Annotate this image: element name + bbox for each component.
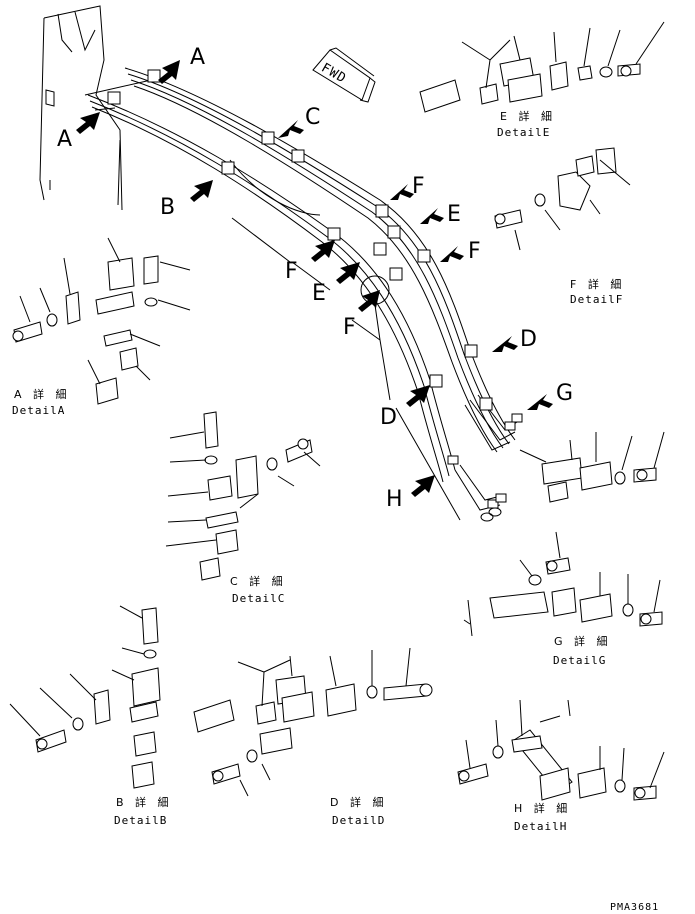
detail-b-en: DetailB xyxy=(114,814,167,827)
detail-d-en: DetailD xyxy=(332,814,385,827)
letter-f-right: F xyxy=(468,239,481,264)
letter-e-right: E xyxy=(447,202,461,227)
drawing-number: PMA3681 xyxy=(610,902,659,913)
hose-bundle-upper xyxy=(124,67,516,453)
arrow-f-top xyxy=(390,184,414,200)
letter-c: C xyxy=(305,105,320,130)
detail-e-en: DetailE xyxy=(497,126,550,139)
arrow-f-mid xyxy=(311,240,335,262)
boom-structure xyxy=(39,5,161,211)
detail-h-parts xyxy=(457,699,665,801)
detail-g-en: DetailG xyxy=(553,654,606,667)
detail-a-parts xyxy=(12,237,191,405)
detail-b-jp: B 詳 細 xyxy=(116,795,173,809)
arrow-a-left xyxy=(76,112,100,134)
letter-a-left: A xyxy=(57,127,72,152)
fwd-arrow: FWD xyxy=(312,47,376,103)
letter-h: H xyxy=(386,487,403,512)
arrow-e-mid xyxy=(336,262,360,284)
arrow-a-top xyxy=(158,60,180,84)
detail-g-parts xyxy=(463,431,665,637)
detail-e-jp: E 詳 細 xyxy=(500,109,556,123)
detail-f-en: DetailF xyxy=(570,293,623,306)
detail-g-jp: G 詳 細 xyxy=(554,634,612,648)
letter-e-mid: E xyxy=(312,281,326,306)
letter-a-top: A xyxy=(190,45,205,70)
arrow-g xyxy=(527,394,553,410)
arrow-f-right xyxy=(440,246,464,262)
arrow-d-mid xyxy=(406,385,430,407)
detail-e-parts xyxy=(419,21,665,113)
detail-b-parts xyxy=(9,605,161,789)
detail-c-parts xyxy=(165,411,321,581)
detail-c-jp: C 詳 細 xyxy=(230,574,287,588)
letter-g: G xyxy=(556,381,573,406)
tube-ends xyxy=(447,394,523,522)
leader-lines xyxy=(117,139,461,521)
letter-f-mid2: F xyxy=(343,315,356,340)
detail-c-en: DetailC xyxy=(232,592,285,605)
detail-h-en: DetailH xyxy=(514,820,567,833)
letter-d-right: D xyxy=(520,327,537,352)
clamps xyxy=(107,69,493,411)
detail-a-jp: A 詳 細 xyxy=(14,387,71,401)
arrow-b xyxy=(190,180,213,202)
arrow-e-right xyxy=(420,208,444,224)
callout-letters: A A B C F E F F E F D D G H xyxy=(57,45,573,512)
detail-h-jp: H 詳 細 xyxy=(514,801,571,815)
arrow-h xyxy=(411,475,435,497)
detail-a-en: DetailA xyxy=(12,404,65,417)
detail-f-parts xyxy=(494,147,631,251)
callout-arrows xyxy=(76,60,553,497)
arrow-inner xyxy=(358,290,380,312)
hose-bundle-lower xyxy=(87,94,456,483)
letter-d-mid: D xyxy=(380,405,397,430)
letter-f-top: F xyxy=(412,174,425,199)
arrow-c xyxy=(278,120,304,138)
detail-d-parts xyxy=(193,647,433,797)
detail-f-jp: F 詳 細 xyxy=(570,277,625,291)
detail-d-jp: D 詳 細 xyxy=(330,795,387,809)
letter-b: B xyxy=(160,195,175,220)
letter-f-mid1: F xyxy=(285,259,298,284)
arrow-d-right xyxy=(492,336,518,352)
